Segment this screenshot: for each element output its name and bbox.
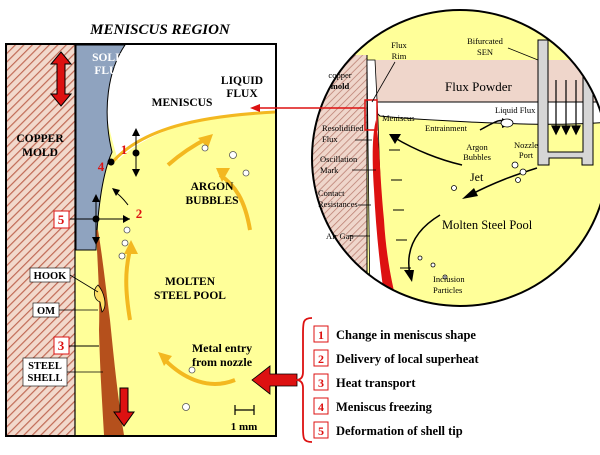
- left-title: MENISCUS REGION: [89, 22, 231, 38]
- legend-text: Change in meniscus shape: [336, 328, 476, 342]
- circle-pool-label: Molten Steel Pool: [442, 218, 533, 232]
- meniscus-small-label: Meniscus: [382, 113, 415, 123]
- legend-item: 1 Change in meniscus shape: [313, 325, 476, 343]
- om-label: OM: [37, 306, 55, 317]
- svg-text:5: 5: [58, 212, 65, 227]
- withdrawal-arrow: [113, 387, 135, 427]
- svg-text:3: 3: [58, 338, 65, 353]
- legend-item: 5 Deformation of shell tip: [313, 421, 463, 439]
- air-gap-label: Air Gap: [326, 231, 354, 241]
- svg-text:1 mm: 1 mm: [231, 421, 258, 433]
- liquid-flux-small-label: Liquid Flux: [495, 105, 536, 115]
- metal-entry-arrow: [251, 365, 298, 395]
- circle-copper-mold: [312, 55, 367, 306]
- legend-item: 4 Meniscus freezing: [313, 397, 433, 415]
- legend-text: Heat transport: [336, 376, 416, 390]
- svg-text:4: 4: [98, 159, 105, 174]
- legend-item: 2 Delivery of local superheat: [313, 349, 480, 367]
- meniscus-line: [108, 110, 276, 166]
- legend-brace: [295, 317, 313, 443]
- flux-powder-label: Flux Powder: [445, 79, 512, 94]
- oscillation-arrow: [49, 51, 73, 107]
- legend-number: 5: [318, 424, 324, 438]
- legend-number: 2: [318, 352, 324, 366]
- legend-text: Deformation of shell tip: [336, 424, 463, 438]
- markers: 1 4 2 5 3: [53, 128, 143, 355]
- argon-bubbles: [118, 144, 250, 411]
- entrainment-label: Entrainment: [425, 123, 468, 133]
- legend-text: Meniscus freezing: [336, 400, 433, 414]
- hook-label: HOOK: [34, 271, 68, 282]
- legend-text: Delivery of local superheat: [336, 352, 480, 366]
- legend-number: 4: [318, 400, 324, 414]
- scale-bar: 1 mm: [231, 405, 258, 433]
- steel-shell: [96, 230, 124, 435]
- legend-number: 1: [318, 328, 324, 342]
- solid-flux-layer: [75, 44, 126, 251]
- zoom-box: [364, 99, 378, 131]
- meniscus-label: MENISCUS: [152, 97, 213, 109]
- legend: 1 Change in meniscus shape 2 Delivery of lo…: [313, 325, 480, 439]
- svg-text:2: 2: [136, 206, 143, 221]
- jet-label: Jet: [470, 170, 484, 184]
- legend-number: 3: [318, 376, 324, 390]
- legend-item: 3 Heat transport: [313, 373, 416, 391]
- svg-text:1: 1: [121, 142, 128, 157]
- liquid-flux-layer: [92, 45, 275, 160]
